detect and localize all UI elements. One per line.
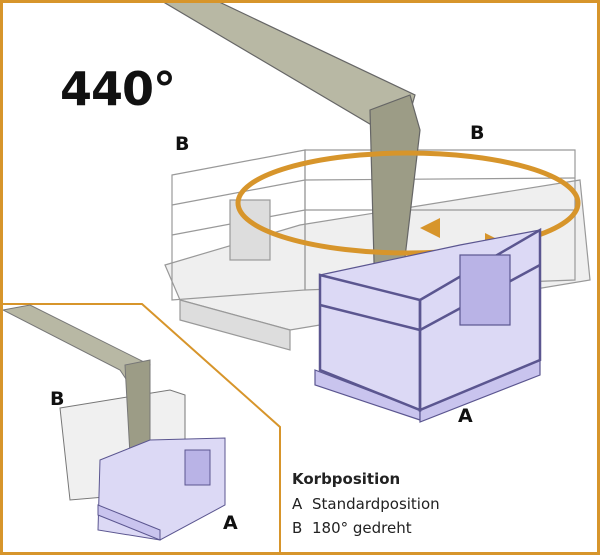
label-a-main: A (458, 405, 473, 427)
label-b-inset: B (50, 388, 65, 410)
label-b-left: B (175, 133, 190, 155)
basket-a-main (314, 227, 542, 423)
legend-text: 180° gedreht (312, 519, 412, 537)
rotation-angle-title: 440° (60, 62, 176, 116)
legend-key: A (292, 495, 303, 513)
label-b-right: B (470, 122, 485, 144)
legend-heading: Korbposition (292, 470, 401, 488)
legend: Korbposition A Standardposition B 180° ged… (292, 470, 440, 540)
legend-item: A Standardposition (292, 492, 440, 516)
label-a-inset: A (223, 512, 238, 534)
inset-illustration (1, 304, 226, 541)
boom-main (158, 0, 421, 301)
legend-item: B 180° gedreht (292, 516, 440, 540)
legend-key: B (292, 519, 303, 537)
inset-frame (3, 303, 281, 552)
legend-text: Standardposition (312, 495, 440, 513)
